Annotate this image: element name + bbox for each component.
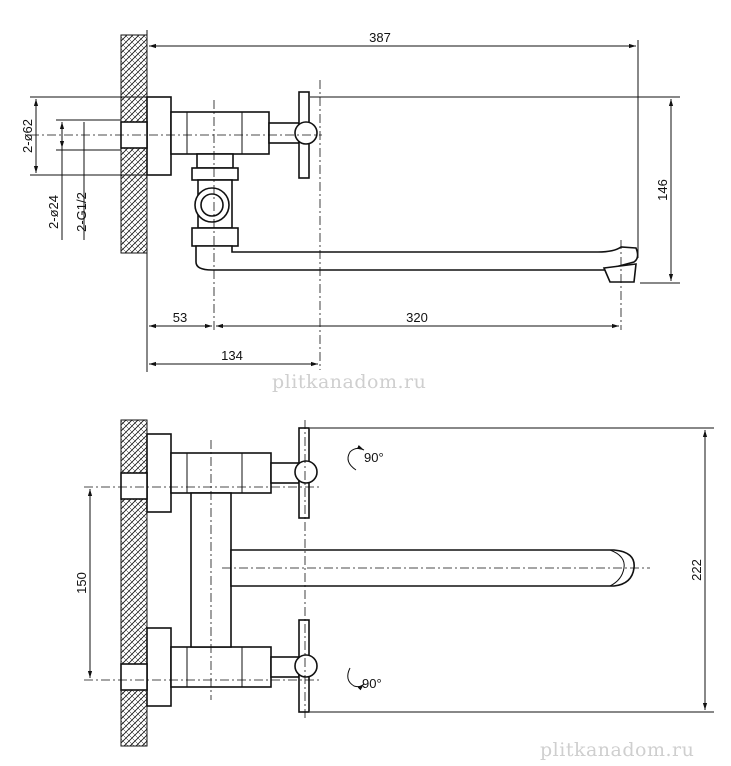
- watermark-middle: plitkanadom.ru: [272, 371, 426, 393]
- wall-flange: [146, 96, 172, 176]
- plan-view-dimensions: 150 222: [74, 427, 714, 713]
- upper-rotation-arrow: [347, 444, 365, 471]
- dim-overall-length: 387: [369, 30, 391, 45]
- wall-hatch-bottom: [120, 419, 148, 747]
- dim-outer-diameter: 2-ø62: [20, 119, 35, 153]
- side-view-dimensions: 387 146 53 320 134 2-ø62 2-ø24 2-G1/2: [20, 30, 680, 372]
- body-cylinder: [170, 111, 270, 155]
- spout-side: [195, 245, 639, 271]
- upper-rotation-label: 90°: [364, 450, 384, 465]
- upper-body: [170, 452, 272, 494]
- dim-height-146: 146: [655, 179, 670, 201]
- dim-inner-diameter: 2-ø24: [46, 195, 61, 229]
- side-view: [30, 34, 639, 370]
- dim-inlet-spacing: 150: [74, 572, 89, 594]
- dim-overall-width: 222: [689, 559, 704, 581]
- lower-body: [170, 646, 272, 688]
- lower-rotation-label: 90°: [362, 676, 382, 691]
- dim-thread: 2-G1/2: [74, 192, 89, 232]
- lower-rotation-arrow: [347, 667, 365, 691]
- dim-53: 53: [173, 310, 187, 325]
- handle-cap: [294, 121, 318, 145]
- dim-320: 320: [406, 310, 428, 325]
- watermark-bottom: plitkanadom.ru: [540, 739, 694, 761]
- dim-134: 134: [221, 348, 243, 363]
- plan-view: 90° 90°: [84, 419, 650, 747]
